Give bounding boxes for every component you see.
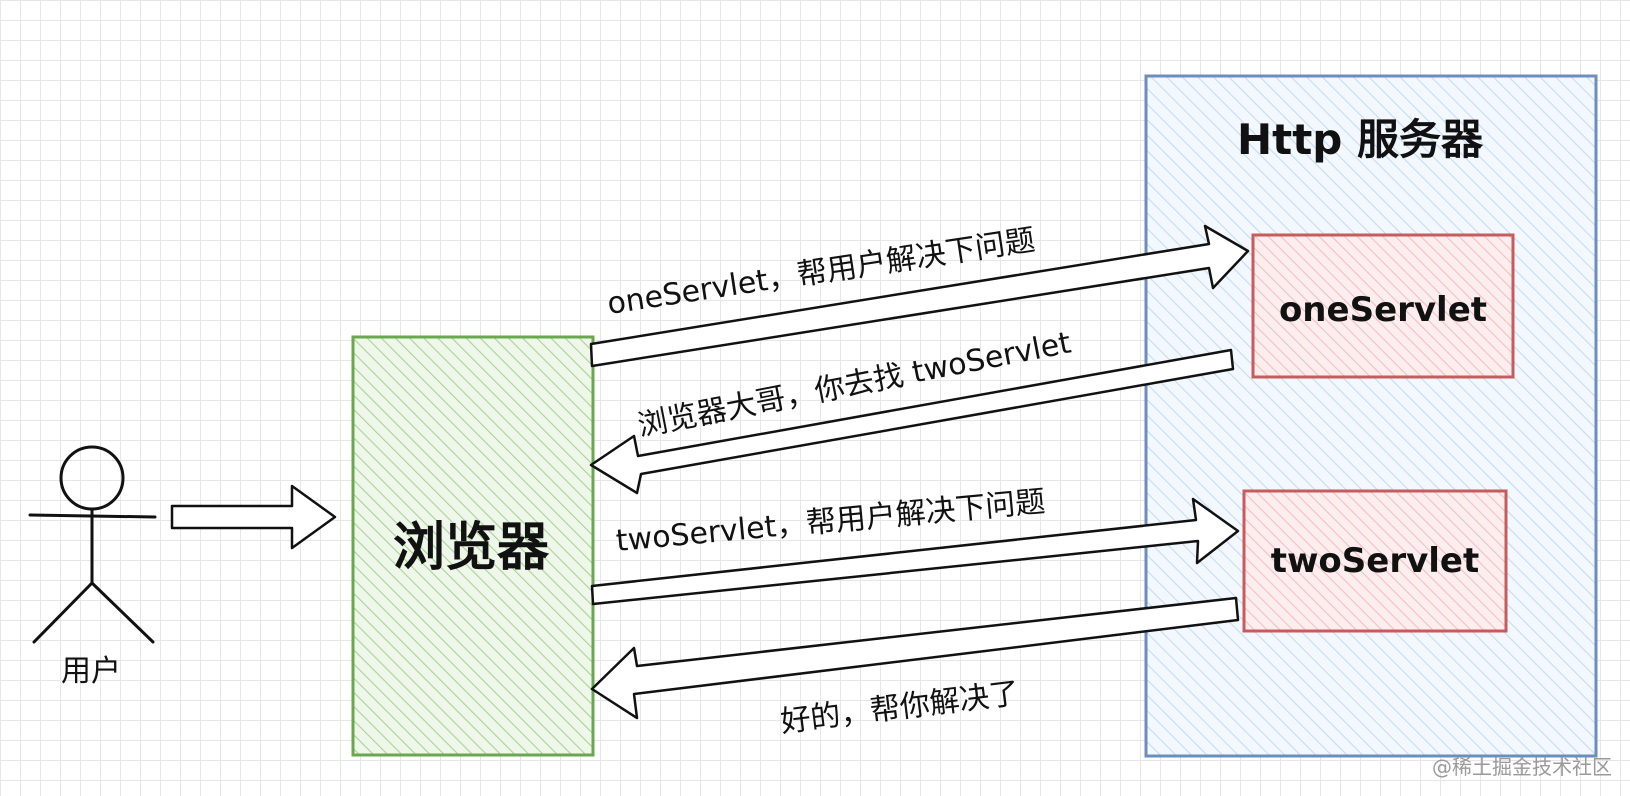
user-arms (28, 513, 157, 519)
server-title: Http 服务器 (1237, 115, 1484, 164)
request-one-arrow (589, 224, 1250, 368)
user-to-browser-arrow (170, 484, 337, 550)
redirect-arrow (589, 348, 1235, 495)
user-head (59, 445, 125, 511)
user-right-leg (90, 581, 155, 644)
one-servlet-box: oneServlet (1251, 233, 1515, 379)
http-server-box: Http 服务器 (1144, 74, 1598, 758)
two-servlet-box: twoServlet (1242, 489, 1508, 633)
browser-box: 浏览器 (351, 335, 595, 757)
user-figure (28, 445, 157, 644)
user-left-leg (32, 581, 94, 644)
request-two-arrow (590, 497, 1240, 606)
watermark-text: @稀土掘金技术社区 (1432, 755, 1612, 779)
response-arrow (590, 596, 1240, 720)
user-label: 用户 (61, 654, 121, 689)
one-servlet-label: oneServlet (1279, 290, 1487, 330)
two-servlet-label: twoServlet (1271, 541, 1479, 581)
browser-label: 浏览器 (393, 518, 550, 578)
message-response: 好的，帮你解决了 (779, 676, 1021, 740)
